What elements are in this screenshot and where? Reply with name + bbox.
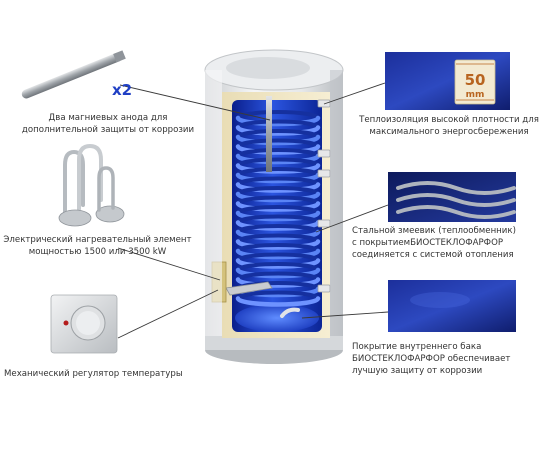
coil-turn-front bbox=[235, 258, 321, 269]
anode-rod bbox=[266, 96, 272, 172]
leader-lines bbox=[117, 82, 389, 339]
coil-turn-front bbox=[235, 182, 321, 193]
coil-caption-line-2: с покрытиемБИОСТЕКЛОФАРФОР bbox=[352, 238, 504, 248]
coil-turn-front bbox=[235, 144, 321, 155]
coil-caption-line-1: Стальной змеевик (теплообменник) bbox=[352, 226, 516, 236]
anode-count-badge: x2 bbox=[112, 81, 132, 99]
coil-turn-front bbox=[235, 239, 321, 250]
coil-turn-front bbox=[235, 191, 321, 203]
insulation-caption-line-1: Теплоизоляция высокой плотности для bbox=[359, 115, 539, 125]
coil-turn-front bbox=[235, 125, 321, 136]
coil-turn-front bbox=[235, 201, 321, 212]
coil-turn-front bbox=[235, 172, 321, 184]
coil-turn-front bbox=[235, 163, 321, 174]
insulation-caption: Теплоизоляция высокой плотности для макс… bbox=[350, 114, 548, 138]
coating-caption-line-1: Покрытие внутреннего бака bbox=[352, 342, 482, 352]
thermostat-caption-line-1: Механический регулятор температуры bbox=[4, 369, 183, 379]
thickness-value: 50 bbox=[465, 71, 486, 89]
insulation-thumbnail bbox=[385, 52, 510, 110]
coil-turn-front bbox=[235, 134, 321, 146]
coil-turn-front bbox=[235, 296, 321, 307]
coating-thumbnail bbox=[388, 280, 516, 332]
coil-turn-front bbox=[235, 229, 321, 241]
heater-thumbnail bbox=[58, 143, 125, 227]
heater-caption-line-2: мощностью 1500 или 3500 kW bbox=[28, 247, 167, 257]
coating-caption: Покрытие внутреннего бака БИОСТЕКЛОФАРФО… bbox=[352, 341, 548, 377]
thickness-unit: mm bbox=[466, 90, 485, 100]
coating-caption-line-3: лучшую защиту от коррозии bbox=[352, 366, 483, 376]
coil-thumbnail bbox=[388, 172, 516, 222]
heater-caption-line-1: Электрический нагревательный элемент bbox=[3, 235, 192, 245]
thermostat-thumbnail bbox=[50, 294, 118, 354]
heater-element bbox=[225, 281, 273, 296]
anode-caption-line-1: Два магниевых анода для bbox=[48, 113, 168, 123]
coil-caption-line-3: соединяется с системой отопления bbox=[352, 250, 514, 260]
thermostat-caption: Механический регулятор температуры bbox=[4, 368, 204, 380]
boiler-illustration bbox=[204, 49, 344, 364]
anode-caption-line-2: дополнительной защиты от коррозии bbox=[21, 125, 195, 135]
anode-thumbnail bbox=[21, 50, 126, 99]
coil-turn-front bbox=[235, 248, 321, 260]
coil-turn-front bbox=[235, 277, 321, 288]
coil-turn-front bbox=[235, 210, 321, 222]
coil-caption: Стальной змеевик (теплообменник) с покры… bbox=[352, 225, 548, 261]
coil-turn-front bbox=[235, 115, 321, 127]
coil-turn-front bbox=[235, 153, 321, 165]
heater-caption: Электрический нагревательный элемент мощ… bbox=[0, 234, 195, 258]
coating-caption-line-2: БИОСТЕКЛОФАРФОР обеспечивает bbox=[352, 354, 511, 364]
anode-caption: Два магниевых анода для дополнительной з… bbox=[8, 112, 208, 136]
coil-turn-front bbox=[235, 267, 321, 279]
insulation-caption-line-2: максимального энергосбережения bbox=[369, 127, 529, 137]
heat-exchanger-coil bbox=[235, 110, 321, 307]
coil-turn-front bbox=[235, 220, 321, 231]
